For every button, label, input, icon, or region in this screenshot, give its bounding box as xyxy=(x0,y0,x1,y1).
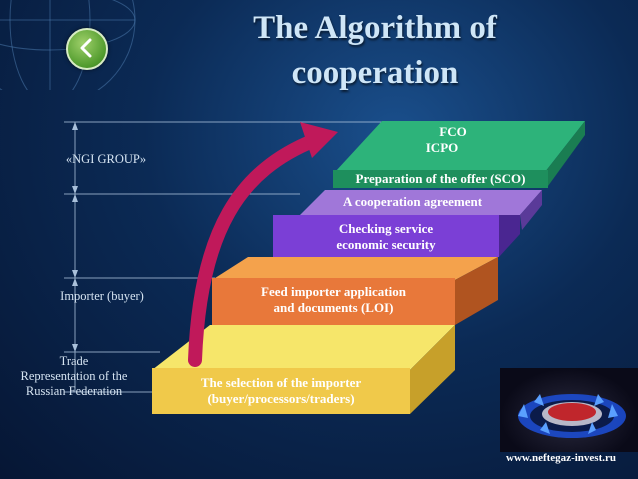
step-fco-top xyxy=(335,121,585,172)
gas-burner-image xyxy=(500,368,638,452)
checking-line-2: economic security xyxy=(336,237,436,252)
title-line-1: The Algorithm of xyxy=(253,10,497,46)
feed-line-1: Feed importer application xyxy=(261,284,406,299)
role-importer: Importer (buyer) xyxy=(60,289,144,303)
trade-line-2: Representation of the xyxy=(20,369,128,383)
progress-arrow xyxy=(188,133,322,367)
back-button[interactable] xyxy=(66,28,108,70)
icpo-text: ICPO xyxy=(425,140,459,155)
role-trade-representation: Trade Representation of the Russian Fede… xyxy=(4,354,144,399)
step-feed-front xyxy=(212,278,455,325)
step-checking-side xyxy=(499,215,520,257)
step-checking-label: Checking service economic security xyxy=(273,221,499,253)
selection-line-1: The selection of the importer xyxy=(200,375,362,390)
step-fco-side xyxy=(545,121,585,186)
gas-flame-icon xyxy=(518,394,626,438)
guide-arrows xyxy=(72,122,78,352)
checking-line-1: Checking service xyxy=(338,221,434,236)
page-title: The Algorithm of cooperation xyxy=(225,6,525,96)
step-sco-label: Preparation of the offer (SCO) xyxy=(355,171,526,186)
chevron-left-icon xyxy=(80,38,92,58)
step-sco-bar xyxy=(333,170,548,188)
arrow-head-icon xyxy=(300,122,338,158)
step-agreement-label: A cooperation agreement xyxy=(342,194,483,209)
role-ngi-group: «NGI GROUP» xyxy=(65,152,147,166)
title-line-2: cooperation xyxy=(291,55,459,91)
step-selection-top xyxy=(152,325,455,370)
trade-line-1: Trade xyxy=(59,354,89,368)
website-url[interactable]: www.neftegaz-invest.ru xyxy=(506,452,616,464)
globe-icon xyxy=(0,0,136,90)
step-selection-front xyxy=(152,368,410,414)
trade-line-3: Russian Federation xyxy=(25,384,123,398)
step-agreement-top xyxy=(300,190,542,215)
step-feed-top xyxy=(212,257,498,280)
step-selection-label: The selection of the importer (buyer/pro… xyxy=(152,375,410,407)
step-fco-label: FCO ICPO xyxy=(398,124,508,156)
selection-line-2: (buyer/processors/traders) xyxy=(207,391,355,406)
step-selection-side xyxy=(410,325,455,414)
step-checking-front xyxy=(273,215,499,257)
fco-text: FCO xyxy=(439,124,467,139)
step-feed-side xyxy=(455,257,498,325)
step-agreement-side xyxy=(520,190,542,230)
step-feed-label: Feed importer application and documents … xyxy=(212,284,455,316)
feed-line-2: and documents (LOI) xyxy=(273,300,394,315)
